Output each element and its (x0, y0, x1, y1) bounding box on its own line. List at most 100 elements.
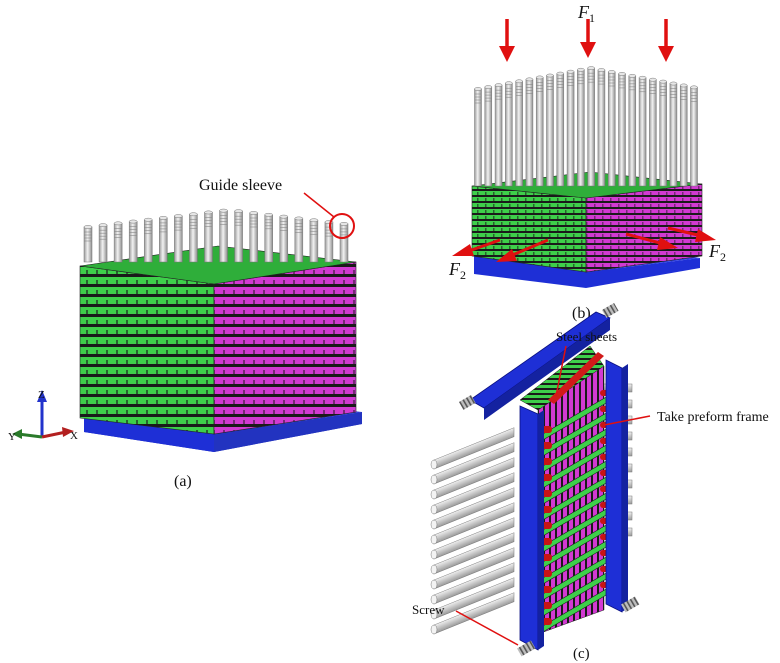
horizontal-rod-end (430, 519, 438, 530)
horizontal-rod-end (430, 504, 438, 515)
guide-rods (83, 208, 349, 263)
guide-rod (474, 88, 482, 187)
guide-rod-cap (294, 216, 304, 221)
guide-rod (159, 217, 168, 263)
guide-rod-cap (113, 221, 123, 226)
panel-a: Guide sleeve Z Y X (a) (8, 177, 362, 490)
steel-sheets-label: Steel sheets (556, 329, 617, 344)
guide-rod-cap (264, 212, 273, 217)
guide-rod-cap (535, 75, 544, 80)
guide-rod-cap (525, 77, 534, 82)
guide-rod (535, 77, 544, 187)
guide-rod (597, 69, 606, 187)
guide-rod-cap (484, 85, 493, 89)
guide-rod (577, 69, 585, 187)
guide-rod-cap (607, 70, 616, 74)
guide-rod-cap (690, 85, 698, 90)
force-arrows-f2 (452, 226, 716, 262)
guide-rod (505, 82, 513, 187)
guide-rod (659, 81, 667, 187)
guide-rod (679, 85, 688, 187)
caption-a: (a) (174, 473, 192, 490)
guide-rod (294, 218, 304, 263)
guide-rod-cap (577, 67, 585, 72)
guide-rod (669, 83, 678, 187)
horizontal-rod-end (430, 609, 438, 620)
force-arrows-f1 (499, 19, 674, 62)
horizontal-rod-end (430, 489, 438, 500)
guide-rod-cap (128, 219, 138, 224)
guide-rod (279, 216, 289, 263)
guide-rod-cap (279, 214, 289, 219)
guide-rod (264, 214, 273, 263)
front-frame-bar-right (605, 359, 623, 613)
horizontal-rod-end (430, 594, 438, 605)
guide-rod (638, 77, 647, 187)
guide-rod (309, 220, 319, 263)
force-f1-label: F1 (577, 2, 595, 25)
screw-bottom-left (517, 640, 536, 657)
horizontal-rod-end (430, 624, 438, 635)
caption-c: (c) (573, 646, 590, 662)
guide-rod (324, 221, 334, 263)
horizontal-rod-end (430, 474, 438, 485)
preform-stack-left (79, 265, 215, 435)
guide-rod-cap (659, 79, 667, 84)
guide-rod (525, 79, 534, 187)
guide-rod-cap (628, 73, 637, 78)
guide-sleeve-circle (329, 213, 355, 239)
steel-sheets-top (519, 345, 605, 411)
guide-rod-cap (587, 66, 595, 71)
guide-rod-cap (669, 81, 678, 86)
guide-rod (494, 84, 503, 187)
guide-rod-cap (566, 69, 575, 74)
guide-rod-cap (515, 79, 523, 84)
guide-rod-cap (339, 222, 349, 226)
force-f2-left-label: F2 (448, 259, 466, 282)
guide-rods-b (474, 66, 698, 187)
guide-rod-cap (83, 225, 93, 229)
guide-rod (607, 71, 616, 187)
guide-sleeve-label: Guide sleeve (199, 177, 282, 194)
horizontal-rod-end (430, 579, 438, 590)
horizontal-rod-end (430, 534, 438, 545)
guide-rod (556, 73, 565, 187)
force-f2-right-label: F2 (708, 241, 726, 264)
guide-rod-cap (189, 212, 198, 217)
panel-b: F1 F2 F2 (b) (448, 2, 726, 322)
guide-rod-cap (143, 217, 153, 222)
guide-rod (690, 87, 698, 187)
guide-rod-cap (309, 218, 319, 223)
guide-rod-cap (556, 71, 565, 76)
guide-rod (484, 86, 493, 187)
guide-rod (339, 223, 349, 263)
guide-rod-cap (649, 77, 657, 82)
guide-rod-cap (204, 210, 213, 215)
guide-rod-cap (234, 209, 243, 214)
horizontal-rod-end (430, 549, 438, 560)
axis-x: X (70, 430, 78, 442)
guide-rod (249, 212, 258, 263)
screw-bottom-right (621, 596, 640, 613)
guide-rod-cap (679, 83, 688, 88)
guide-rod (204, 212, 213, 263)
guide-rod-cap (597, 68, 606, 72)
screw-top-left (458, 395, 476, 410)
guide-rod (234, 210, 243, 263)
guide-rod-cap (546, 73, 554, 78)
guide-rod-cap (249, 211, 258, 215)
guide-rod (566, 71, 575, 187)
take-preform-frame-label: Take preform frame (657, 410, 769, 425)
guide-rod (143, 219, 153, 263)
guide-rod-cap (474, 87, 482, 91)
panel-c: Steel sheets Take preform frame Screw (c… (412, 303, 769, 662)
guide-rod-cap (219, 208, 228, 213)
guide-rod (174, 215, 183, 263)
preform-stack-right (213, 261, 357, 435)
front-frame-bar-left (519, 405, 539, 651)
guide-rod-cap (98, 223, 108, 228)
guide-rod-cap (159, 216, 168, 220)
guide-rod-cap (494, 83, 503, 88)
